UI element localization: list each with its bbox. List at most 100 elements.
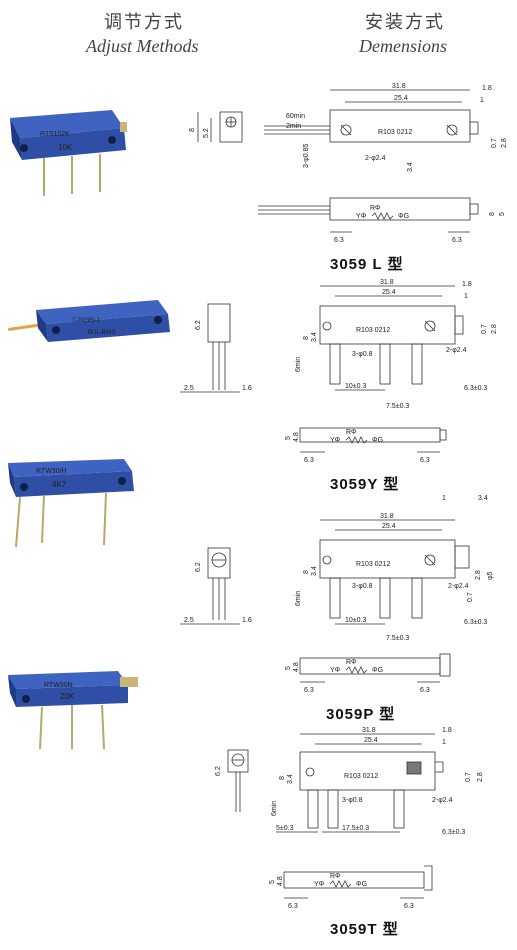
dim-label: 6min xyxy=(271,801,278,816)
photo-marking: RTW30N xyxy=(44,682,73,689)
sch-g: ΦG xyxy=(372,667,383,674)
lead-label: 2min xyxy=(286,123,301,130)
model-title-3059l: 3059 L 型 xyxy=(330,256,404,273)
dim-overall: 31.8 xyxy=(380,513,394,520)
photo-marking: 20K xyxy=(60,692,75,701)
dim-label: 8 xyxy=(303,570,310,574)
dim-inner: 25.4 xyxy=(394,95,408,102)
sch-g: ΦG xyxy=(356,881,367,888)
photo-marking: 4K7 xyxy=(52,480,67,489)
sch-r: RΦ xyxy=(346,659,357,666)
sch-r: RΦ xyxy=(370,205,381,212)
body-marking: R103 0212 xyxy=(344,773,378,780)
sch-g: ΦG xyxy=(372,437,383,444)
dim-label: 1.8 xyxy=(462,281,472,288)
photo-marking: R1S102K xyxy=(40,131,70,138)
adjust-methods-en: Adjust Methods xyxy=(86,36,199,56)
adjust-methods-cn: 调节方式 xyxy=(104,12,184,33)
pitch-label: 7.5±0.3 xyxy=(386,635,409,642)
dim-label: 6.2 xyxy=(215,766,222,776)
front-dim: 2.5 xyxy=(184,385,194,392)
photo-3059l: R1S102K 10K xyxy=(10,110,127,196)
pin-label: 3-φ0.8 xyxy=(342,797,363,804)
dim-label: 5 xyxy=(285,666,292,670)
hole-label: 2-φ2.4 xyxy=(365,155,386,162)
dim-label: 6.2 xyxy=(195,320,202,330)
pin-label: 3-φ0.8 xyxy=(352,583,373,590)
dim-label: 1 xyxy=(464,293,468,300)
dim-label: 1.8 xyxy=(442,727,452,734)
hole-label: 2-φ2.4 xyxy=(448,583,469,590)
drawing-3059l: 8 5.2 31.8 25.4 1.8 1 R103 0212 2-φ2.4 3… xyxy=(189,83,508,244)
hole-label: 2-φ2.4 xyxy=(446,347,467,354)
dim-label: 3.4 xyxy=(407,162,414,172)
model-title-3059t: 3059T 型 xyxy=(330,921,399,938)
dim-label: 8 xyxy=(189,128,196,132)
photo-3059p: RTW30/H 4K7 xyxy=(8,459,134,548)
photo-marking: 10K xyxy=(58,143,73,152)
dim-label: 1.8 xyxy=(482,85,492,92)
dim-label: 2.8 xyxy=(475,570,482,580)
pitch-label: 7.5±0.3 xyxy=(386,403,409,410)
dim-overall: 31.8 xyxy=(380,279,394,286)
dim-label: 0.7 xyxy=(481,324,488,334)
photo-3059t: RTW30N 20K xyxy=(8,671,138,750)
lead-label: 60min xyxy=(286,113,305,120)
dim-left: 6.3 xyxy=(304,687,314,694)
dim-label: 1 xyxy=(442,739,446,746)
dim-left: 6.3 xyxy=(304,457,314,464)
dim-label: 0.7 xyxy=(467,592,474,602)
dim-inner: 25.4 xyxy=(382,289,396,296)
dim-right: 6.3 xyxy=(420,687,430,694)
dim-overall: 31.8 xyxy=(362,727,376,734)
drawing-3059y: 6.2 2.5 1.6 31.8 25.4 1.8 1 R103 0212 8 … xyxy=(180,279,498,464)
sch-y: YΦ xyxy=(330,667,341,674)
dim-overall: 31.8 xyxy=(392,83,406,90)
body-marking: R103 0212 xyxy=(378,129,412,136)
dim-label: 8 xyxy=(489,212,496,216)
pitch-label: 17.5±0.3 xyxy=(342,825,369,832)
dim-label: 1 xyxy=(442,495,446,502)
dim-label: 6min xyxy=(295,591,302,606)
sch-g: ΦG xyxy=(398,213,409,220)
dim-label: 8 xyxy=(303,336,310,340)
dim-label: 6min xyxy=(295,357,302,372)
front-dim: 1.6 xyxy=(242,385,252,392)
dim-inner: 25.4 xyxy=(364,737,378,744)
dim-label: 3.4 xyxy=(478,495,488,502)
pitch-label: 10±0.3 xyxy=(345,617,366,624)
dim-label: 3.4 xyxy=(311,566,318,576)
front-dim: 1.6 xyxy=(242,617,252,624)
dim-inner: 25.4 xyxy=(382,523,396,530)
dim-label: 6.2 xyxy=(195,562,202,572)
dim-label: 3.4 xyxy=(287,774,294,784)
dim-label: 5 xyxy=(285,436,292,440)
dim-label: 4.8 xyxy=(293,662,300,672)
photo-3059y: T-20(35)-1 BUL-BNIS xyxy=(8,300,170,342)
dim-label: 2.8 xyxy=(501,138,508,148)
photo-marking: RTW30/H xyxy=(36,468,67,475)
dim-label: φ5 xyxy=(487,571,494,580)
sch-r: RΦ xyxy=(330,873,341,880)
dim-label: 5 xyxy=(269,880,276,884)
sch-y: YΦ xyxy=(356,213,367,220)
pitch-label: 6.3±0.3 xyxy=(464,619,487,626)
photo-marking: T-20(35)-1 xyxy=(72,318,101,324)
dim-label: 2.8 xyxy=(477,772,484,782)
photo-marking: BUL-BNIS xyxy=(88,330,116,336)
dim-label: 3.4 xyxy=(311,332,318,342)
pitch-label: 6.3±0.3 xyxy=(464,385,487,392)
model-title-3059p: 3059P 型 xyxy=(326,706,396,723)
dim-label: 2.8 xyxy=(491,324,498,334)
pitch-label: 5±0.3 xyxy=(276,825,294,832)
dim-label: 0.7 xyxy=(491,138,498,148)
dim-label: 0.7 xyxy=(465,772,472,782)
dim-label: 4.8 xyxy=(293,432,300,442)
dim-label: 4.8 xyxy=(277,876,284,886)
model-title-3059y: 3059Y 型 xyxy=(330,476,400,493)
dim-left: 6.3 xyxy=(288,903,298,910)
dim-label: 8 xyxy=(279,776,286,780)
dim-label: 1 xyxy=(480,97,484,104)
drawing-3059p: 6.2 2.5 1.6 31.8 25.4 1 3.4 R103 0212 8 … xyxy=(180,495,494,694)
dim-right: 6.3 xyxy=(420,457,430,464)
